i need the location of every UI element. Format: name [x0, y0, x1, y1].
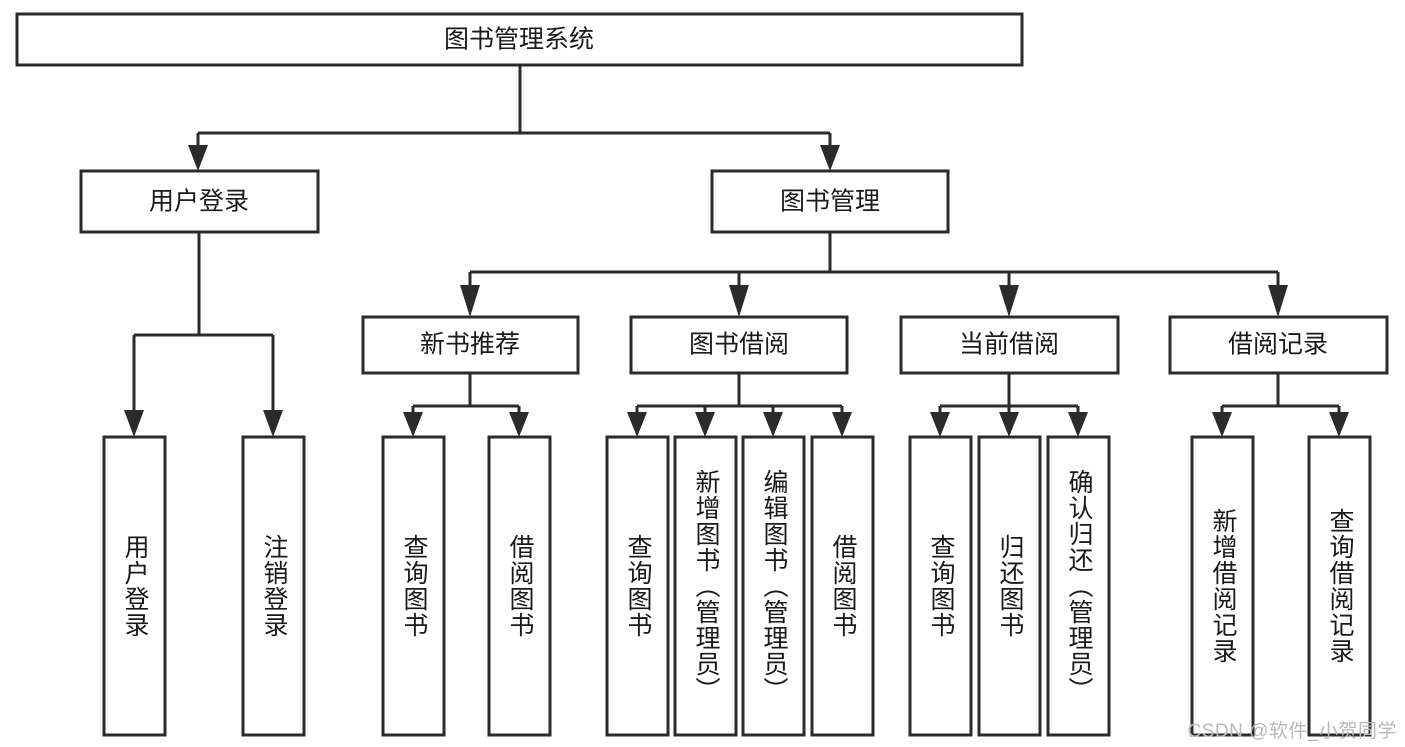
arrow-head-current-borrow — [999, 285, 1019, 317]
node-root-book-management-system[interactable]: 图书管理系统 — [15, 12, 1024, 67]
arrow-head-book-borrow — [729, 285, 749, 317]
node-book-management[interactable]: 图书管理 — [710, 169, 950, 234]
node-book-borrow[interactable]: 图书借阅 — [629, 315, 849, 375]
node-root-label: 图书管理系统 — [444, 26, 594, 54]
edges-layer — [124, 65, 1349, 437]
leaf-box-records-query[interactable] — [1307, 435, 1372, 737]
leaf-box-newbook-borrow[interactable] — [487, 435, 552, 737]
arrow-head-user-login — [188, 145, 208, 171]
arrow-head-borrow-records — [1268, 285, 1288, 317]
leaf-box-currentborrow-return[interactable] — [977, 435, 1042, 737]
leaf-box-bookborrow-borrow[interactable] — [810, 435, 875, 737]
arrow-head-currentborrow-leaf-2 — [999, 412, 1019, 437]
arrow-head-bookborrow-leaf-3 — [763, 412, 783, 437]
leaf-box-currentborrow-query[interactable] — [908, 435, 973, 737]
leaf-box-bookborrow-edit[interactable] — [741, 435, 806, 737]
node-user-login-label: 用户登录 — [149, 188, 249, 216]
csdn-watermark: CSDN @软件_小贺同学 — [1187, 721, 1397, 742]
node-user-login[interactable]: 用户登录 — [79, 169, 320, 234]
leaf-box-bookborrow-add[interactable] — [673, 435, 738, 737]
arrow-head-bookborrow-leaf-4 — [832, 412, 852, 437]
leaf-box-newbook-query[interactable] — [381, 435, 446, 737]
node-borrow-records[interactable]: 借阅记录 — [1168, 315, 1389, 375]
node-current-borrow[interactable]: 当前借阅 — [899, 315, 1120, 375]
arrow-head-newbook-leaf-2 — [509, 412, 529, 437]
leaf-box-user-login-login[interactable] — [102, 435, 167, 737]
node-current-borrow-label: 当前借阅 — [959, 331, 1059, 359]
leaf-box-records-add[interactable] — [1190, 435, 1255, 737]
arrow-head-book-mgmt — [820, 145, 840, 171]
arrow-head-new-book — [460, 285, 480, 317]
node-book-management-label: 图书管理 — [780, 188, 880, 216]
arrow-head-userlogin-leaf-2 — [263, 410, 283, 437]
arrow-head-newbook-leaf-1 — [403, 412, 423, 437]
leaf-box-currentborrow-confirm[interactable] — [1046, 435, 1111, 737]
arrow-head-currentborrow-leaf-3 — [1068, 412, 1088, 437]
arrow-head-currentborrow-leaf-1 — [930, 412, 950, 437]
leaf-box-bookborrow-query[interactable] — [605, 435, 670, 737]
leaf-box-user-login-logout[interactable] — [241, 435, 306, 737]
node-book-borrow-label: 图书借阅 — [689, 331, 789, 359]
node-borrow-records-label: 借阅记录 — [1228, 331, 1328, 359]
arrow-head-userlogin-leaf-1 — [124, 410, 144, 437]
node-new-book-recommend[interactable]: 新书推荐 — [361, 315, 580, 375]
arrow-head-borrowrecords-leaf-1 — [1212, 412, 1232, 437]
arrow-head-bookborrow-leaf-1 — [627, 412, 647, 437]
arrow-head-bookborrow-leaf-2 — [695, 412, 715, 437]
node-new-book-recommend-label: 新书推荐 — [420, 331, 520, 359]
arrow-head-borrowrecords-leaf-2 — [1329, 412, 1349, 437]
